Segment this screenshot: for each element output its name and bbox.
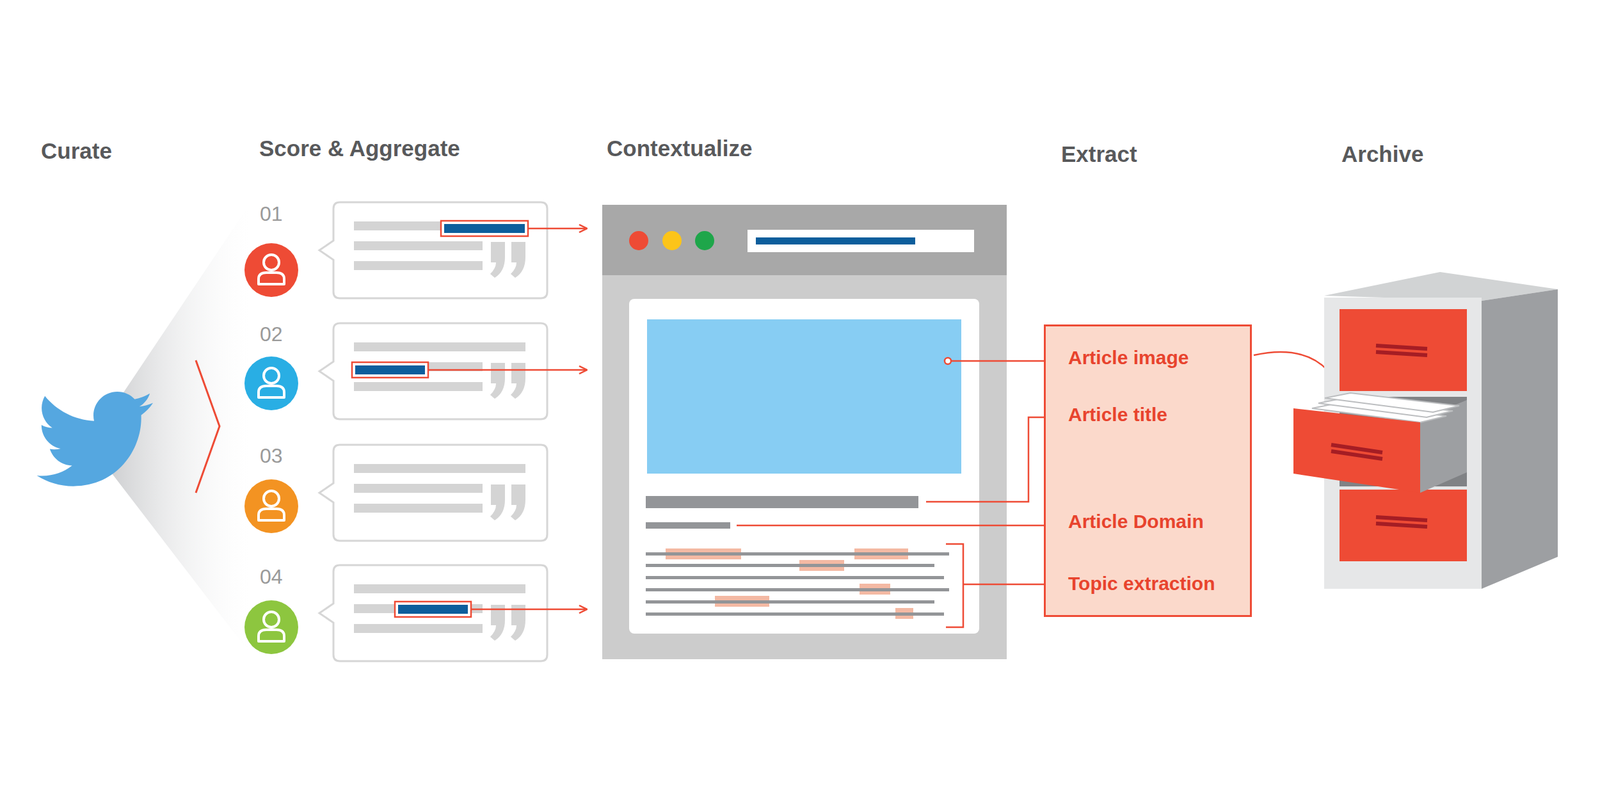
link-highlight bbox=[440, 220, 587, 237]
filing-cabinet bbox=[1293, 272, 1558, 589]
tweet-bubble bbox=[319, 565, 548, 662]
column-heading: Extract bbox=[1061, 141, 1138, 168]
browser-window bbox=[602, 204, 1007, 660]
column-heading: Archive bbox=[1341, 141, 1424, 168]
column-heading: Score & Aggregate bbox=[259, 135, 461, 162]
extract-item: Article Domain bbox=[1068, 510, 1204, 534]
extract-box: Article imageArticle titleArticle Domain… bbox=[1043, 324, 1252, 617]
tweet-bubble bbox=[319, 444, 548, 541]
column-heading: Contextualize bbox=[606, 135, 753, 162]
callout-number: 03 bbox=[259, 444, 283, 468]
tweet-bubble bbox=[319, 323, 548, 420]
callout-number: 04 bbox=[259, 565, 283, 589]
avatar bbox=[244, 479, 299, 534]
bird-icon bbox=[36, 391, 153, 487]
avatar bbox=[244, 600, 299, 655]
callout-number: 02 bbox=[259, 322, 283, 347]
extract-item: Article image bbox=[1068, 346, 1189, 370]
avatar bbox=[244, 243, 299, 297]
link-highlight bbox=[394, 601, 587, 617]
tweet-bubble bbox=[319, 202, 548, 299]
extract-item: Topic extraction bbox=[1068, 572, 1215, 596]
link-highlight bbox=[352, 362, 587, 378]
column-heading: Curate bbox=[40, 138, 112, 164]
callout-number: 01 bbox=[259, 202, 283, 226]
chevron bbox=[195, 360, 220, 493]
extract-item: Article title bbox=[1068, 403, 1168, 427]
avatar bbox=[244, 356, 299, 411]
